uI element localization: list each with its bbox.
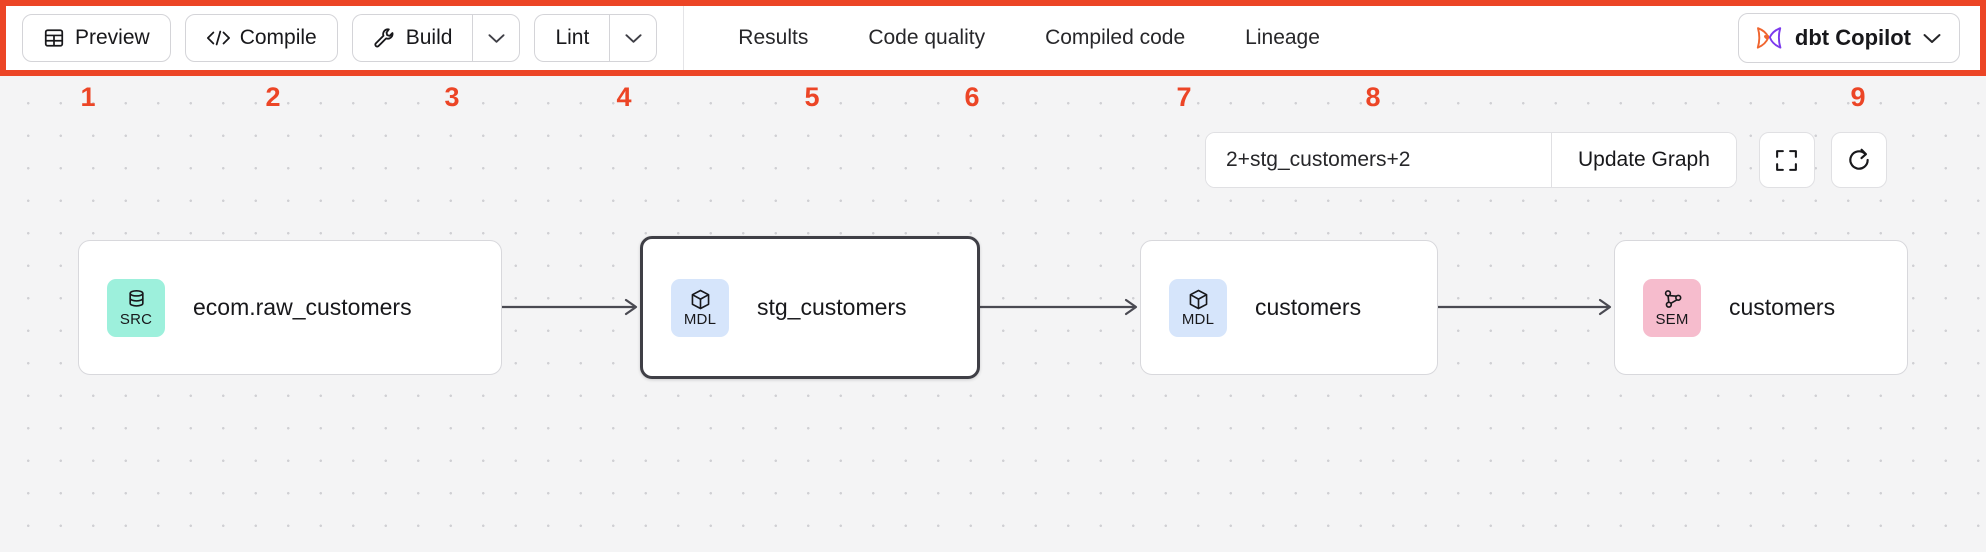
- annotation-number-5: 5: [804, 82, 820, 112]
- cube-icon: [1187, 288, 1210, 311]
- lineage-node-stg-customers[interactable]: MDL stg_customers: [640, 236, 980, 379]
- lineage-node-mdl-customers[interactable]: MDL customers: [1140, 240, 1438, 375]
- node-badge-src-label: SRC: [119, 311, 153, 328]
- annotation-number-1: 1: [80, 82, 96, 112]
- node-badge-sem-label: SEM: [1655, 311, 1689, 328]
- selector-group: Update Graph: [1205, 132, 1737, 188]
- action-button-group: Preview Compile: [14, 14, 658, 62]
- annotation-number-7: 7: [1176, 82, 1192, 112]
- node-label-mdl-customers: customers: [1255, 294, 1362, 320]
- result-tabs: Results Code quality Compiled code Linea…: [708, 0, 1350, 76]
- node-label-src-raw-customers: ecom.raw_customers: [193, 294, 412, 320]
- annotation-number-8: 8: [1365, 82, 1381, 112]
- tab-compiled-code-label: Compiled code: [1045, 26, 1186, 49]
- database-icon: [125, 288, 148, 311]
- annotation-number-9: 9: [1850, 82, 1866, 112]
- cube-icon: [689, 288, 712, 311]
- compile-button[interactable]: Compile: [184, 14, 338, 62]
- node-badge-mdl: MDL: [1169, 278, 1227, 337]
- editor-toolbar: Preview Compile: [0, 0, 1986, 76]
- node-badge-mdl-label: MDL: [683, 311, 717, 328]
- build-button-label: Build: [405, 26, 453, 49]
- annotation-number-6: 6: [964, 82, 980, 112]
- node-badge-mdl: MDL: [671, 278, 729, 337]
- dbt-copilot-button[interactable]: dbt Copilot: [1737, 13, 1960, 63]
- tab-lineage[interactable]: Lineage: [1215, 0, 1350, 76]
- preview-button[interactable]: Preview: [22, 14, 171, 62]
- tab-results-label: Results: [738, 26, 809, 49]
- tab-code-quality[interactable]: Code quality: [838, 0, 1015, 76]
- edge-src-to-stg: [502, 298, 638, 316]
- semantic-graph-icon: [1661, 288, 1684, 311]
- annotation-number-4: 4: [616, 82, 632, 112]
- fullscreen-button[interactable]: [1758, 132, 1815, 188]
- fullscreen-icon: [1774, 148, 1799, 173]
- node-label-stg-customers: stg_customers: [757, 294, 907, 320]
- lineage-canvas[interactable]: Update Graph: [0, 76, 1986, 552]
- annotation-number-2: 2: [265, 82, 281, 112]
- tab-compiled-code[interactable]: Compiled code: [1015, 0, 1215, 76]
- node-badge-sem: SEM: [1643, 278, 1701, 337]
- chevron-down-icon: [488, 33, 505, 44]
- chevron-down-icon: [1923, 33, 1941, 44]
- chevron-down-icon: [625, 33, 642, 44]
- build-dropdown-toggle[interactable]: [472, 14, 521, 62]
- node-badge-mdl-label: MDL: [1181, 311, 1215, 328]
- build-button[interactable]: Build: [351, 14, 473, 62]
- lint-button[interactable]: Lint: [534, 14, 610, 62]
- tab-code-quality-label: Code quality: [868, 26, 986, 49]
- refresh-button[interactable]: [1830, 132, 1887, 188]
- refresh-icon: [1846, 147, 1872, 173]
- build-split-button: Build: [351, 14, 521, 62]
- graph-controls: Update Graph: [1205, 132, 1887, 188]
- lint-dropdown-toggle[interactable]: [609, 14, 658, 62]
- code-icon: [206, 28, 230, 48]
- lint-button-label: Lint: [555, 26, 590, 49]
- preview-button-label: Preview: [75, 26, 150, 49]
- lineage-node-src-raw-customers[interactable]: SRC ecom.raw_customers: [78, 240, 502, 375]
- dbt-copilot-label: dbt Copilot: [1794, 25, 1911, 50]
- lint-split-button: Lint: [534, 14, 658, 62]
- edge-stg-to-customers: [980, 298, 1138, 316]
- selector-divider: [1551, 133, 1552, 187]
- lineage-node-sem-customers[interactable]: SEM customers: [1614, 240, 1908, 375]
- dbt-copilot-icon: [1755, 25, 1783, 51]
- tab-lineage-label: Lineage: [1245, 26, 1320, 49]
- wrench-icon: [373, 27, 396, 50]
- node-badge-src: SRC: [107, 278, 165, 337]
- table-icon: [43, 27, 65, 49]
- update-graph-button[interactable]: Update Graph: [1552, 133, 1736, 187]
- edge-customers-to-sem: [1438, 298, 1612, 316]
- toolbar-divider: [683, 0, 685, 76]
- graph-selector-input[interactable]: [1206, 133, 1551, 187]
- tab-results[interactable]: Results: [708, 0, 838, 76]
- node-label-sem-customers: customers: [1729, 294, 1836, 320]
- compile-button-label: Compile: [239, 26, 317, 49]
- annotation-number-3: 3: [444, 82, 460, 112]
